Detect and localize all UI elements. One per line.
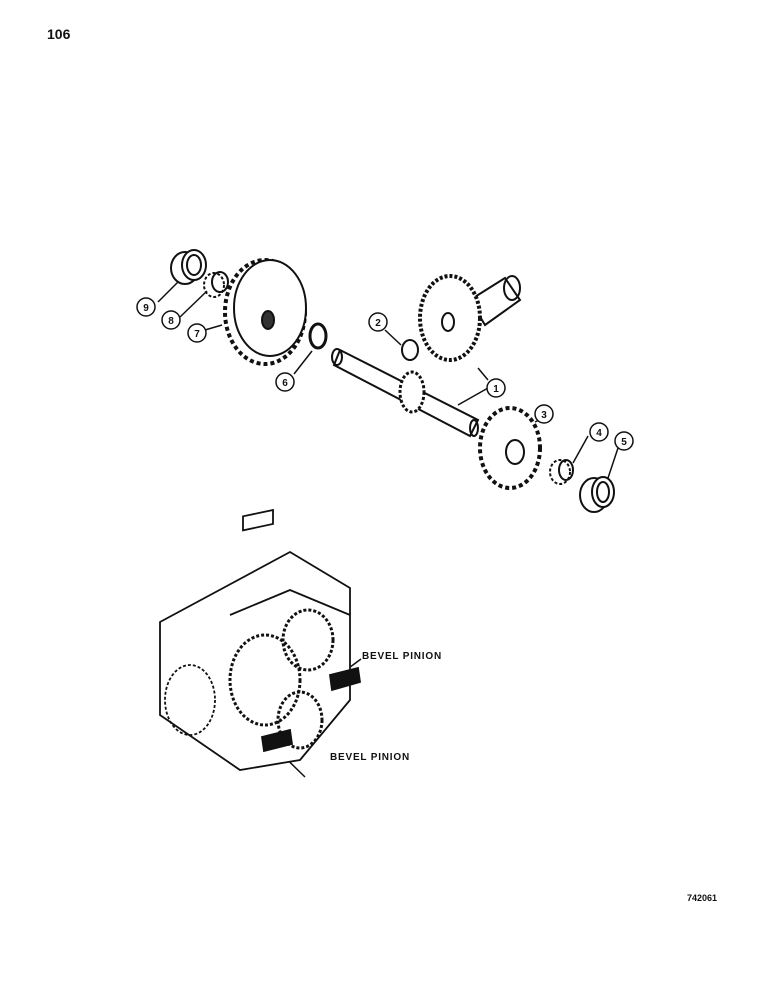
label-bevel-pinion-lower: BEVEL PINION xyxy=(330,752,410,763)
spur-gear-icon xyxy=(223,258,307,366)
callout-3: 3 xyxy=(541,410,547,421)
transmission-housing-icon xyxy=(159,508,362,771)
bearing-cone-small-icon xyxy=(549,459,574,485)
bevel-gear-icon xyxy=(418,274,522,362)
callout-6: 6 xyxy=(282,378,288,389)
bushing-icon xyxy=(401,339,419,361)
callout-7: 7 xyxy=(194,329,200,340)
callout-1: 1 xyxy=(493,384,499,395)
label-bevel-pinion-upper: BEVEL PINION xyxy=(362,651,442,662)
drawing-id: 742061 xyxy=(687,893,718,903)
callout-9: 9 xyxy=(143,303,149,314)
callout-5: 5 xyxy=(621,437,627,448)
callout-2: 2 xyxy=(375,318,381,329)
snap-ring-icon xyxy=(308,322,328,350)
page-number: 106 xyxy=(47,26,71,42)
bearing-cup-small-icon xyxy=(579,476,615,513)
callout-4: 4 xyxy=(596,428,602,439)
bearing-cone-icon xyxy=(203,271,229,298)
pinion-shaft-icon xyxy=(331,348,480,438)
spur-gear-small-icon xyxy=(478,406,542,490)
bearing-cup-icon xyxy=(170,249,207,285)
callout-8: 8 xyxy=(168,316,174,327)
